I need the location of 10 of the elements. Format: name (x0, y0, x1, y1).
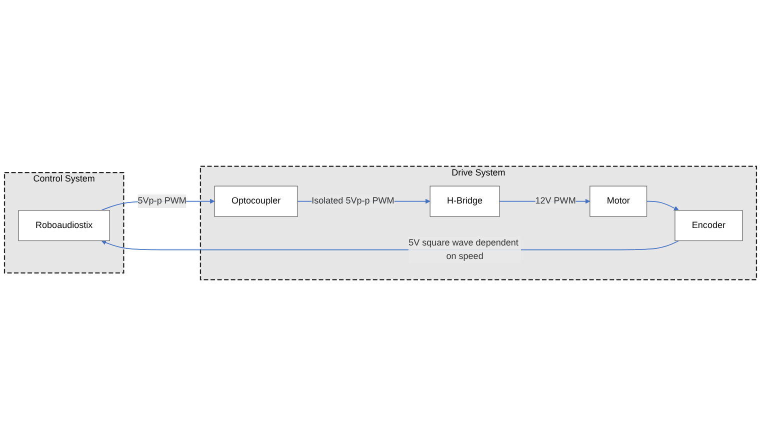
node-box: H-Bridge (430, 186, 500, 217)
edge-label: 5V square wave dependent on speed (408, 238, 518, 262)
edge-label: Isolated 5Vp-p PWM (312, 196, 394, 206)
edge-label: 5Vp-p PWM (138, 196, 186, 206)
edge-label: 12V PWM (535, 196, 576, 206)
node-box: Encoder (674, 210, 743, 242)
arrow (646, 200, 679, 211)
node-box: Roboaudiostix (18, 210, 110, 242)
node-box: Motor (590, 186, 648, 217)
node-box: Optocoupler (214, 186, 298, 217)
